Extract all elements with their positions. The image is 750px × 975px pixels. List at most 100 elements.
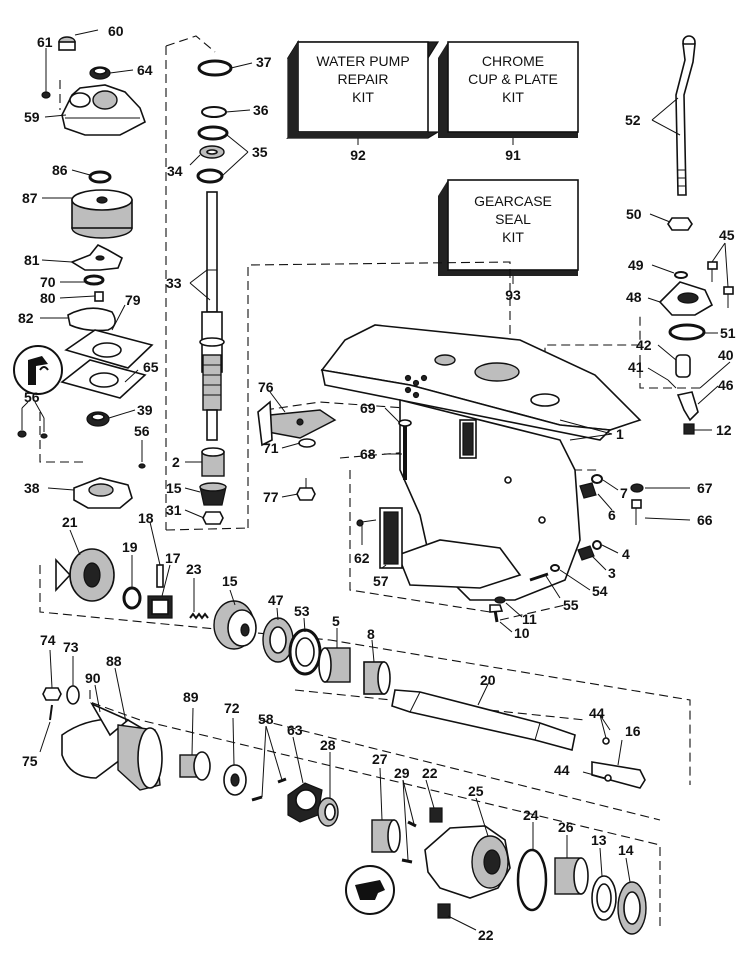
callout-48: 48 <box>626 289 642 305</box>
callout-67: 67 <box>697 480 713 496</box>
sealant-apply-icon <box>13 345 63 395</box>
callout-39: 39 <box>137 402 153 418</box>
callout-5: 5 <box>332 613 340 629</box>
callout-24: 24 <box>523 807 539 823</box>
callout-80: 80 <box>40 290 56 306</box>
callout-63: 63 <box>287 722 303 738</box>
callout-22-top: 22 <box>422 765 438 781</box>
kit-91-line-1: CHROME <box>482 53 544 69</box>
callout-35: 35 <box>252 144 268 160</box>
callout-89: 89 <box>183 689 199 705</box>
callout-40: 40 <box>718 347 734 363</box>
callout-29: 29 <box>394 765 410 781</box>
callout-36: 36 <box>253 102 269 118</box>
water-pump-parts <box>17 36 154 509</box>
callout-47: 47 <box>268 592 284 608</box>
callout-74: 74 <box>40 632 56 648</box>
callout-26: 26 <box>558 819 574 835</box>
callout-7: 7 <box>620 485 628 501</box>
callout-31: 31 <box>166 502 182 518</box>
gearcase-housing <box>320 324 642 601</box>
callout-20: 20 <box>480 672 496 688</box>
kit-93-line-2: SEAL <box>495 211 531 227</box>
callout-50: 50 <box>626 206 642 222</box>
callout-77: 77 <box>263 489 279 505</box>
callout-51: 51 <box>720 325 736 341</box>
callout-87: 87 <box>22 190 38 206</box>
kit-93-line-3: KIT <box>502 229 524 245</box>
callout-55: 55 <box>563 597 579 613</box>
callout-53: 53 <box>294 603 310 619</box>
callout-56-right: 56 <box>134 423 150 439</box>
kit-91-line-3: KIT <box>502 89 524 105</box>
callout-71: 71 <box>263 440 279 456</box>
callout-58: 58 <box>258 711 274 727</box>
callout-37: 37 <box>256 54 272 70</box>
kit-93-line-1: GEARCASE <box>474 193 552 209</box>
callout-88: 88 <box>106 653 122 669</box>
trim-tab-parts <box>257 400 412 569</box>
callout-54: 54 <box>592 583 608 599</box>
callout-3: 3 <box>608 565 616 581</box>
gear-train-parts <box>55 548 646 789</box>
callout-86: 86 <box>52 162 68 178</box>
chrome-cup-plate-kit-box: CHROME CUP & PLATE KIT 91 <box>438 41 579 163</box>
callout-75: 75 <box>22 753 38 769</box>
callout-44-bottom: 44 <box>554 762 570 778</box>
callout-25: 25 <box>468 783 484 799</box>
callout-65: 65 <box>143 359 159 375</box>
callout-59: 59 <box>24 109 40 125</box>
callout-18: 18 <box>138 510 154 526</box>
kit-92-line-2: REPAIR <box>337 71 388 87</box>
kit-92-line-3: KIT <box>352 89 374 105</box>
callout-1: 1 <box>616 426 624 442</box>
kit-91-callout: 91 <box>505 147 521 163</box>
leader-lines <box>21 29 731 931</box>
propeller-parts <box>42 685 247 796</box>
callout-2: 2 <box>172 454 180 470</box>
callout-28: 28 <box>320 737 336 753</box>
callout-82: 82 <box>18 310 34 326</box>
callout-68: 68 <box>360 446 376 462</box>
callout-60: 60 <box>108 23 124 39</box>
callout-13: 13 <box>591 832 607 848</box>
callout-34: 34 <box>167 163 183 179</box>
shift-rod-parts <box>658 35 734 435</box>
callout-17: 17 <box>165 550 181 566</box>
callout-14: 14 <box>618 842 634 858</box>
callout-81: 81 <box>24 252 40 268</box>
callout-56-left: 56 <box>24 389 40 405</box>
callout-16: 16 <box>625 723 641 739</box>
callout-11: 11 <box>522 611 537 627</box>
callout-38: 38 <box>24 480 40 496</box>
callout-42: 42 <box>636 337 652 353</box>
kit-91-line-2: CUP & PLATE <box>468 71 558 87</box>
right-small-parts <box>489 474 644 623</box>
callout-4: 4 <box>622 546 630 562</box>
callout-41: 41 <box>628 359 644 375</box>
callout-61: 61 <box>37 34 53 50</box>
water-pump-repair-kit-box: WATER PUMP REPAIR KIT 92 <box>285 39 441 163</box>
gearcase-seal-kit-box: GEARCASE SEAL KIT 93 <box>438 179 579 303</box>
kit-92-line-1: WATER PUMP <box>316 53 409 69</box>
callout-57: 57 <box>373 573 389 589</box>
sealant-apply-icon <box>345 865 395 915</box>
bearing-carrier-parts <box>251 777 647 935</box>
callout-90: 90 <box>85 670 101 686</box>
callout-12: 12 <box>716 422 732 438</box>
assembly-lines <box>39 35 700 930</box>
callout-72: 72 <box>224 700 240 716</box>
callout-76: 76 <box>258 379 274 395</box>
callout-73: 73 <box>63 639 79 655</box>
kit-92-callout: 92 <box>350 147 366 163</box>
callout-70: 70 <box>40 274 56 290</box>
callout-labels: 60 61 6 4 59 86 87 81 70 80 82 79 65 39 5… <box>18 23 736 943</box>
callout-15-gear: 15 <box>222 573 238 589</box>
callout-79: 79 <box>125 292 141 308</box>
callout-46: 46 <box>718 377 734 393</box>
callout-6: 6 <box>608 507 616 523</box>
callout-52: 52 <box>625 112 641 128</box>
callout-19: 19 <box>122 539 138 555</box>
callout-23: 23 <box>186 561 202 577</box>
